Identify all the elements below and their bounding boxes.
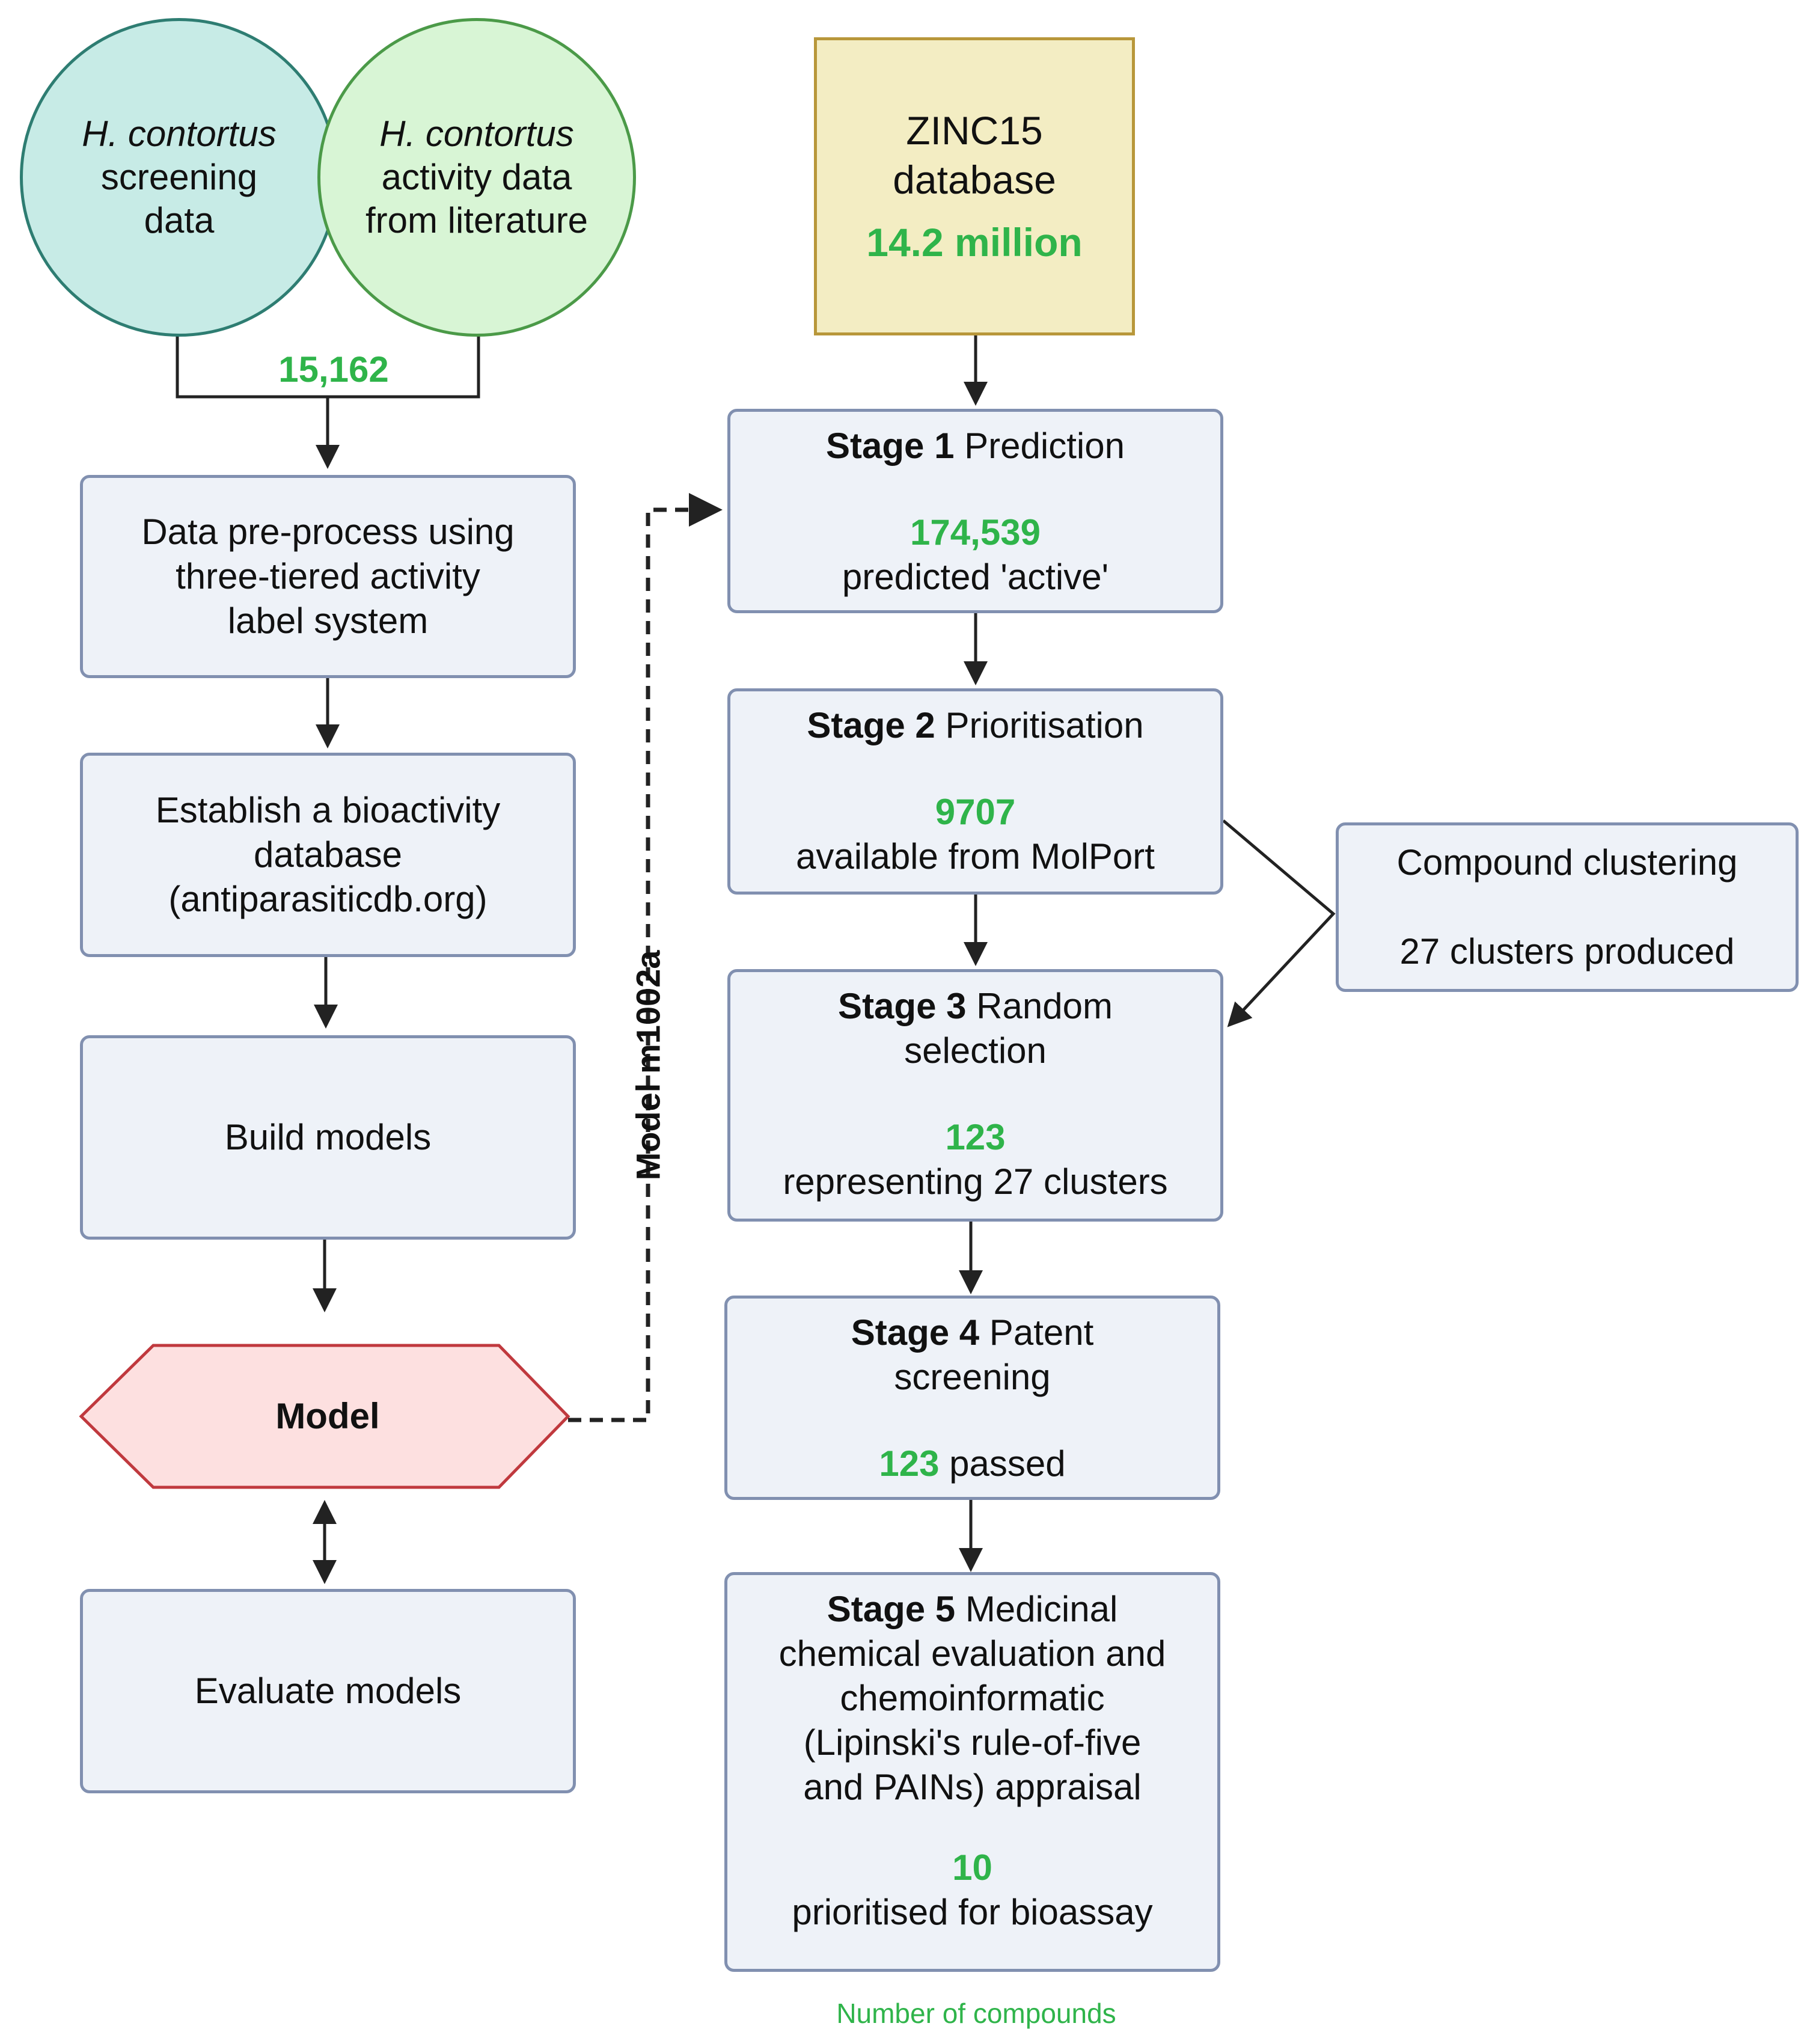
model-label: Model (275, 1396, 380, 1436)
stage2-title-rest: Prioritisation (935, 705, 1144, 745)
stage4-title: Stage 4 Patent (851, 1311, 1094, 1355)
preprocess-line1: Data pre-process using (141, 512, 515, 552)
build-models-label: Build models (224, 1117, 432, 1157)
stage5-desc: prioritised for bioassay (792, 1892, 1153, 1932)
stage4-result: 123 passed (879, 1442, 1065, 1486)
stage4-title-line2: screening (894, 1357, 1051, 1397)
screening-organism: H. contortus (82, 114, 277, 154)
literature-line3: from literature (365, 200, 589, 240)
stage5-title-rest: Medicinal (955, 1589, 1118, 1629)
stage2-title: Stage 2 Prioritisation (807, 703, 1143, 748)
clustering-title: Compound clustering (1396, 842, 1738, 883)
stage5-title: Stage 5 Medicinal (827, 1587, 1118, 1632)
zinc-line2: database (893, 158, 1056, 202)
model-octagon (79, 1344, 570, 1489)
combined-count: 15,162 (278, 349, 389, 390)
build-models-box: Build models (80, 1035, 576, 1240)
stage3-title-bold: Stage 3 (838, 986, 967, 1026)
stage1-desc: predicted 'active' (842, 557, 1109, 597)
screening-line2: screening (100, 157, 258, 197)
clustering-side-path (1222, 819, 1336, 1027)
stage3-box: Stage 3 Random selection 123 representin… (727, 969, 1223, 1222)
clustering-desc: 27 clusters produced (1399, 931, 1735, 972)
stage3-title: Stage 3 Random (838, 984, 1113, 1029)
stage4-box: Stage 4 Patent screening 123 passed (724, 1296, 1220, 1500)
stage3-count: 123 (945, 1117, 1006, 1157)
stage1-title-bold: Stage 1 (826, 426, 955, 466)
database-line2: database (254, 834, 402, 875)
zinc15-database-box: ZINC15 database 14.2 million (814, 37, 1135, 335)
screening-line3: data (144, 200, 215, 240)
stage4-desc: passed (939, 1443, 1066, 1484)
evaluate-models-box: Evaluate models (80, 1589, 576, 1793)
stage5-line2: chemoinformatic (840, 1678, 1105, 1718)
stage5-line4: and PAINs) appraisal (803, 1767, 1142, 1807)
stage5-title-bold: Stage 5 (827, 1589, 956, 1629)
stage1-title: Stage 1 Prediction (826, 424, 1125, 468)
compound-clustering-box: Compound clustering 27 clusters produced (1336, 822, 1799, 992)
stage3-desc: representing 27 clusters (783, 1161, 1168, 1202)
stage4-count: 123 (879, 1443, 940, 1484)
preprocess-line2: three-tiered activity (176, 556, 480, 596)
dashed-link-model-to-stage1 (568, 493, 723, 1422)
stage5-count: 10 (952, 1847, 992, 1888)
stage3-title-line2: selection (904, 1030, 1047, 1071)
stage5-box: Stage 5 Medicinal chemical evaluation an… (724, 1572, 1220, 1972)
stage3-title-rest: Random (966, 986, 1113, 1026)
bioactivity-database-box: Establish a bioactivity database (antipa… (80, 753, 576, 957)
stage2-desc: available from MolPort (796, 836, 1155, 877)
stage1-box: Stage 1 Prediction 174,539 predicted 'ac… (727, 409, 1223, 613)
literature-organism: H. contortus (379, 114, 574, 154)
preprocess-box: Data pre-process using three-tiered acti… (80, 475, 576, 678)
literature-data-circle: H. contortus activity data from literatu… (317, 18, 636, 337)
zinc-line1: ZINC15 (906, 108, 1043, 153)
zinc-count: 14.2 million (866, 220, 1083, 265)
stage4-title-bold: Stage 4 (851, 1312, 980, 1353)
stage2-count: 9707 (935, 792, 1016, 832)
database-line1: Establish a bioactivity (155, 790, 501, 830)
literature-line2: activity data (381, 157, 572, 197)
database-line3: (antiparasiticdb.org) (168, 879, 488, 919)
stage1-title-rest: Prediction (954, 426, 1125, 466)
model-link-label: Model m1002a (629, 950, 667, 1181)
stage2-box: Stage 2 Prioritisation 9707 available fr… (727, 688, 1223, 895)
stage2-title-bold: Stage 2 (807, 705, 935, 745)
evaluate-models-label: Evaluate models (194, 1671, 462, 1711)
stage5-line1: chemical evaluation and (778, 1633, 1166, 1674)
footer-note: Number of compounds (836, 1998, 1116, 2029)
stage5-line3: (Lipinski's rule-of-five (803, 1722, 1142, 1763)
stage4-title-rest: Patent (979, 1312, 1094, 1353)
preprocess-line3: label system (227, 601, 429, 641)
screening-data-circle: H. contortus screening data (20, 18, 338, 337)
stage1-count: 174,539 (910, 512, 1041, 552)
